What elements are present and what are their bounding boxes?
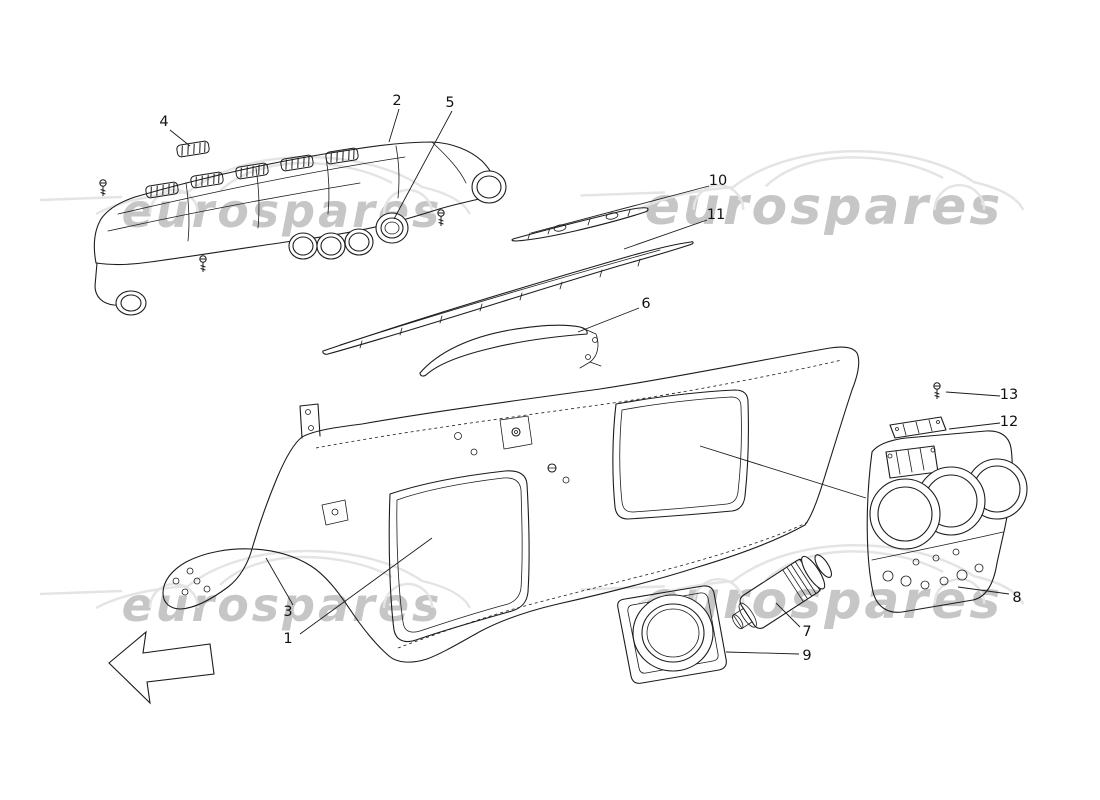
- callout-5: 5: [445, 95, 455, 111]
- air-vent-part-9: [617, 585, 727, 684]
- direction-arrow: [108, 630, 215, 705]
- callout-7: 7: [802, 624, 812, 640]
- callout-13: 13: [999, 387, 1019, 403]
- air-duct-assembly-drawing: [93, 140, 507, 316]
- callout-2: 2: [392, 93, 402, 109]
- instrument-housing-part-8: [866, 430, 1028, 613]
- callout-9: 9: [802, 648, 812, 664]
- trim-strip-long-part-11: [322, 241, 694, 355]
- vent-ring-part-5: [375, 212, 409, 244]
- callout-4: 4: [159, 114, 169, 130]
- car-silhouette-watermark: [38, 149, 1025, 610]
- cover-plate-part-12: [889, 416, 947, 439]
- callout-8: 8: [1012, 590, 1022, 606]
- screw-part-13: [933, 382, 941, 400]
- callout-10: 10: [708, 173, 728, 189]
- leader-lines: [169, 108, 1010, 655]
- callout-11: 11: [706, 207, 726, 223]
- callout-12: 12: [999, 414, 1019, 430]
- trim-strip-upper-part-10: [511, 207, 649, 242]
- screw-icon: [437, 209, 445, 227]
- bracket-part-3: [162, 548, 253, 610]
- dashboard-body-drawing: [162, 346, 860, 663]
- callout-1: 1: [283, 631, 293, 647]
- grille-part-4: [175, 140, 211, 158]
- callout-3: 3: [283, 604, 293, 620]
- defroster-cap-part-6: [419, 324, 602, 377]
- callout-6: 6: [641, 296, 651, 312]
- screw-icon: [199, 255, 207, 273]
- screw-icon: [99, 179, 107, 197]
- knob-part-7: [732, 554, 833, 630]
